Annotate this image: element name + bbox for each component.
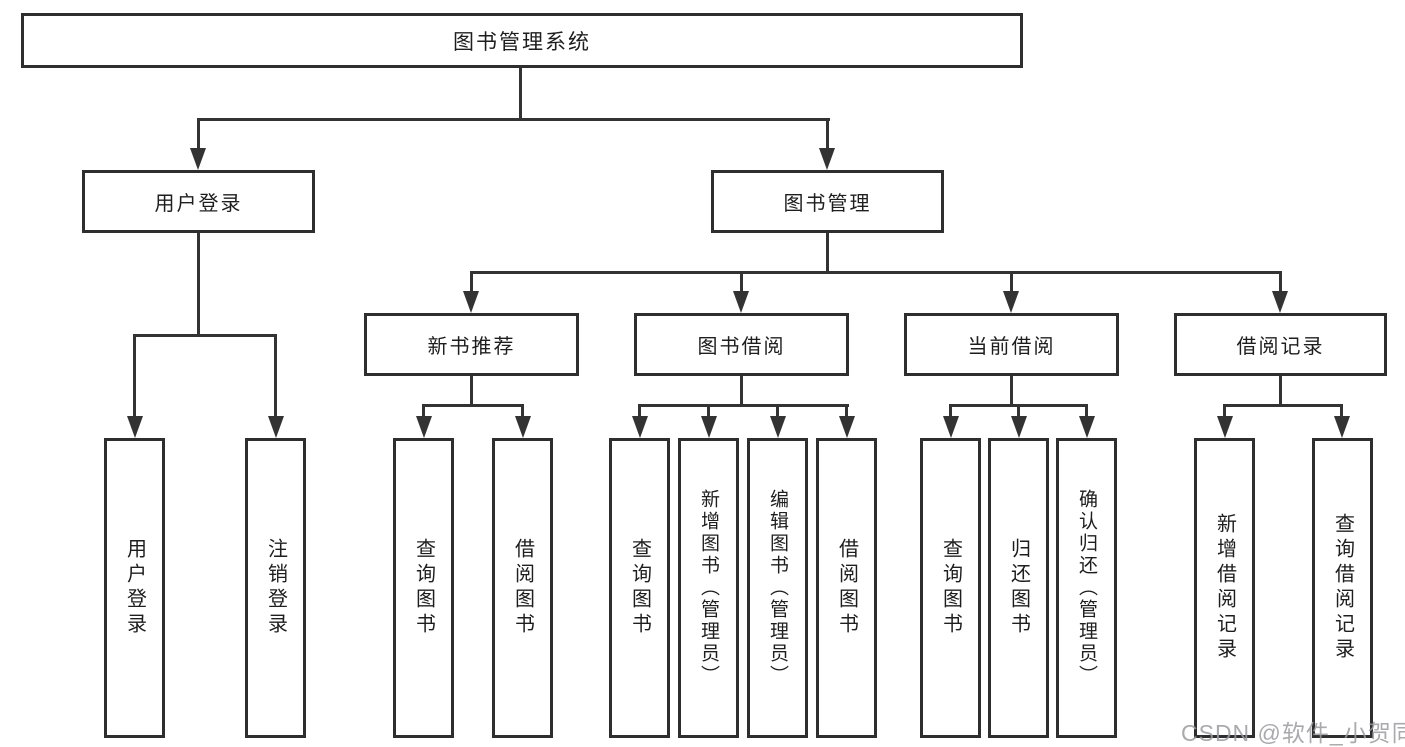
arrowhead-down-icon [701,416,717,438]
node-label: 图书借阅 [697,336,786,358]
arrowhead-down-icon [1011,416,1027,438]
leaf-label: 用户登录 [123,538,146,638]
leaf-return-book: 归还图书 [988,438,1049,738]
arrowhead-down-icon [416,416,432,438]
node-borrow-records: 借阅记录 [1174,313,1387,376]
connector-line [519,68,522,120]
connector-line [1223,404,1226,418]
connector-line [422,404,425,418]
connector-line [1340,404,1343,418]
leaf-logout: 注销登录 [245,438,306,738]
leaf-borrow-books-2: 借阅图书 [816,438,877,738]
connector-line [197,118,200,150]
node-label: 新书推荐 [427,336,516,358]
connector-line [1279,271,1282,293]
node-label: 用户登录 [154,193,243,215]
arrowhead-down-icon [1272,291,1288,313]
connector-line [845,404,848,418]
connector-line [1223,404,1343,407]
arrowhead-down-icon [632,416,648,438]
connector-line [1010,376,1013,406]
csdn-watermark: CSDN @软件_小贺同学 [1181,720,1405,746]
connector-line [740,376,743,406]
connector-line [740,271,743,293]
node-label: 图书管理 [783,193,872,215]
leaf-edit-book-admin: 编辑图书（管理员） [747,438,808,738]
connector-line [776,404,779,418]
node-current-borrow: 当前借阅 [904,313,1119,376]
arrowhead-down-icon [515,416,531,438]
node-book-management: 图书管理 [711,170,944,233]
leaf-label: 新增图书（管理员） [698,489,719,687]
node-book-borrow: 图书借阅 [634,313,849,376]
connector-line [707,404,710,418]
leaf-label: 新增借阅记录 [1213,513,1236,663]
arrowhead-down-icon [1217,416,1233,438]
leaf-label: 确认归还（管理员） [1076,489,1097,687]
leaf-label: 编辑图书（管理员） [767,489,788,687]
connector-line [638,404,641,418]
leaf-borrow-books-1: 借阅图书 [492,438,553,738]
connector-line [274,334,277,418]
arrowhead-down-icon [733,291,749,313]
leaf-label: 注销登录 [264,538,287,638]
connector-line [133,334,277,337]
leaf-add-book-admin: 新增图书（管理员） [678,438,739,738]
connector-line [197,118,830,121]
arrowhead-down-icon [190,148,206,170]
node-new-book-recommend: 新书推荐 [364,313,579,376]
arrowhead-down-icon [839,416,855,438]
leaf-label: 借阅图书 [835,538,858,638]
arrowhead-down-icon [819,148,835,170]
connector-line [826,233,829,274]
connector-line [1017,404,1020,418]
connector-line [133,334,136,418]
arrowhead-down-icon [1003,291,1019,313]
connector-line [1279,376,1282,406]
leaf-confirm-return-admin: 确认归还（管理员） [1056,438,1117,738]
arrowhead-down-icon [127,416,143,438]
connector-line [1085,404,1088,418]
leaf-label: 归还图书 [1007,538,1030,638]
leaf-label: 查询借阅记录 [1331,513,1354,663]
leaf-user-login: 用户登录 [104,438,165,738]
connector-line [470,271,473,293]
arrowhead-down-icon [268,416,284,438]
arrowhead-down-icon [1079,416,1095,438]
leaf-query-books-2: 查询图书 [609,438,670,738]
leaf-query-books-3: 查询图书 [920,438,981,738]
node-label: 当前借阅 [967,336,1056,358]
leaf-label: 查询图书 [939,538,962,638]
connector-line [422,404,524,407]
connector-line [949,404,952,418]
node-label: 图书管理系统 [453,30,591,54]
connector-line [1010,271,1013,293]
node-user-login: 用户登录 [82,170,315,233]
node-label: 借阅记录 [1236,336,1325,358]
leaf-label: 借阅图书 [511,538,534,638]
leaf-add-borrow-record: 新增借阅记录 [1194,438,1255,738]
node-root-library-system: 图书管理系统 [21,13,1023,68]
leaf-query-borrow-record: 查询借阅记录 [1312,438,1373,738]
arrowhead-down-icon [463,291,479,313]
connector-line [470,376,473,406]
arrowhead-down-icon [770,416,786,438]
leaf-query-books-1: 查询图书 [393,438,454,738]
leaf-label: 查询图书 [412,538,435,638]
connector-line [638,404,849,407]
arrowhead-down-icon [1334,416,1350,438]
connector-line [197,233,200,336]
leaf-label: 查询图书 [628,538,651,638]
arrowhead-down-icon [943,416,959,438]
connector-line [470,271,1282,274]
connector-line [826,118,829,150]
connector-line [521,404,524,418]
